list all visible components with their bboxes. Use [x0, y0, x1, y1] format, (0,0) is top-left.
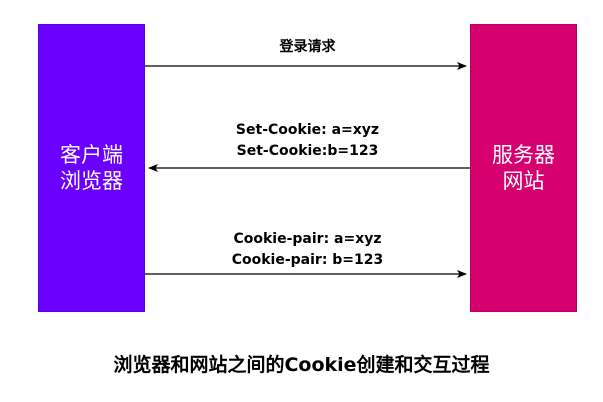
server-website-box: 服务器 网站 [470, 24, 577, 312]
set-cookie-label-b: Set-Cookie:b=123 [236, 143, 379, 159]
client-browser-box: 客户端 浏览器 [38, 24, 145, 312]
cookie-pair-label-a: Cookie-pair: a=xyz [233, 231, 382, 247]
set-cookie-label-a: Set-Cookie: a=xyz [235, 122, 380, 138]
cookie-pair-label-b: Cookie-pair: b=123 [231, 252, 384, 268]
login-request-label: 登录请求 [279, 39, 336, 55]
diagram-caption: 浏览器和网站之间的Cookie创建和交互过程 [113, 354, 490, 376]
client-browser-label: 客户端 浏览器 [60, 142, 123, 193]
server-website-label: 服务器 网站 [492, 142, 555, 193]
